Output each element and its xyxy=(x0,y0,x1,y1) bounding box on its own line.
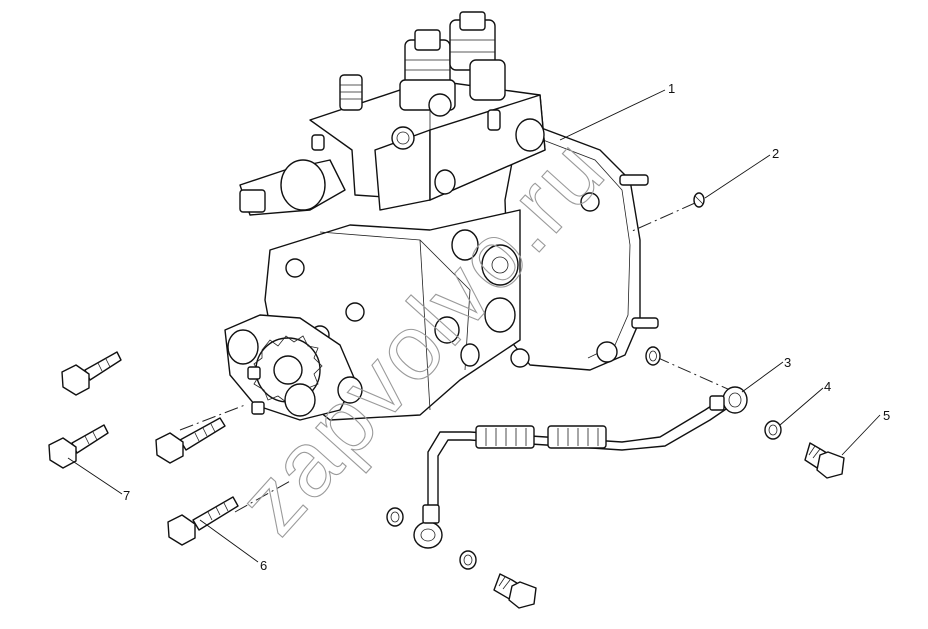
callout-6: 6 xyxy=(260,558,267,573)
short-bolt xyxy=(61,351,122,396)
mounting-bolt xyxy=(155,417,226,464)
centerline xyxy=(655,356,731,391)
callout-leaders xyxy=(67,89,881,563)
callout-1: 1 xyxy=(668,81,675,96)
mounting-bolt xyxy=(167,496,239,546)
washer xyxy=(764,420,782,440)
short-bolt xyxy=(48,424,109,469)
lower-banjo-bolt xyxy=(493,573,537,609)
callout-3: 3 xyxy=(784,355,791,370)
plug-part xyxy=(693,192,705,208)
banjo-bolt xyxy=(804,442,845,479)
fuel-pump-assembly xyxy=(224,11,659,421)
callout-5: 5 xyxy=(883,408,890,423)
centerline xyxy=(629,202,696,233)
centerline xyxy=(179,404,246,431)
callout-7: 7 xyxy=(123,488,130,503)
callout-2: 2 xyxy=(772,146,779,161)
sealing-washer xyxy=(645,346,661,366)
callout-4: 4 xyxy=(824,379,831,394)
fuel-pipe xyxy=(413,386,748,549)
centerline xyxy=(234,479,293,513)
lower-washers xyxy=(386,507,477,570)
